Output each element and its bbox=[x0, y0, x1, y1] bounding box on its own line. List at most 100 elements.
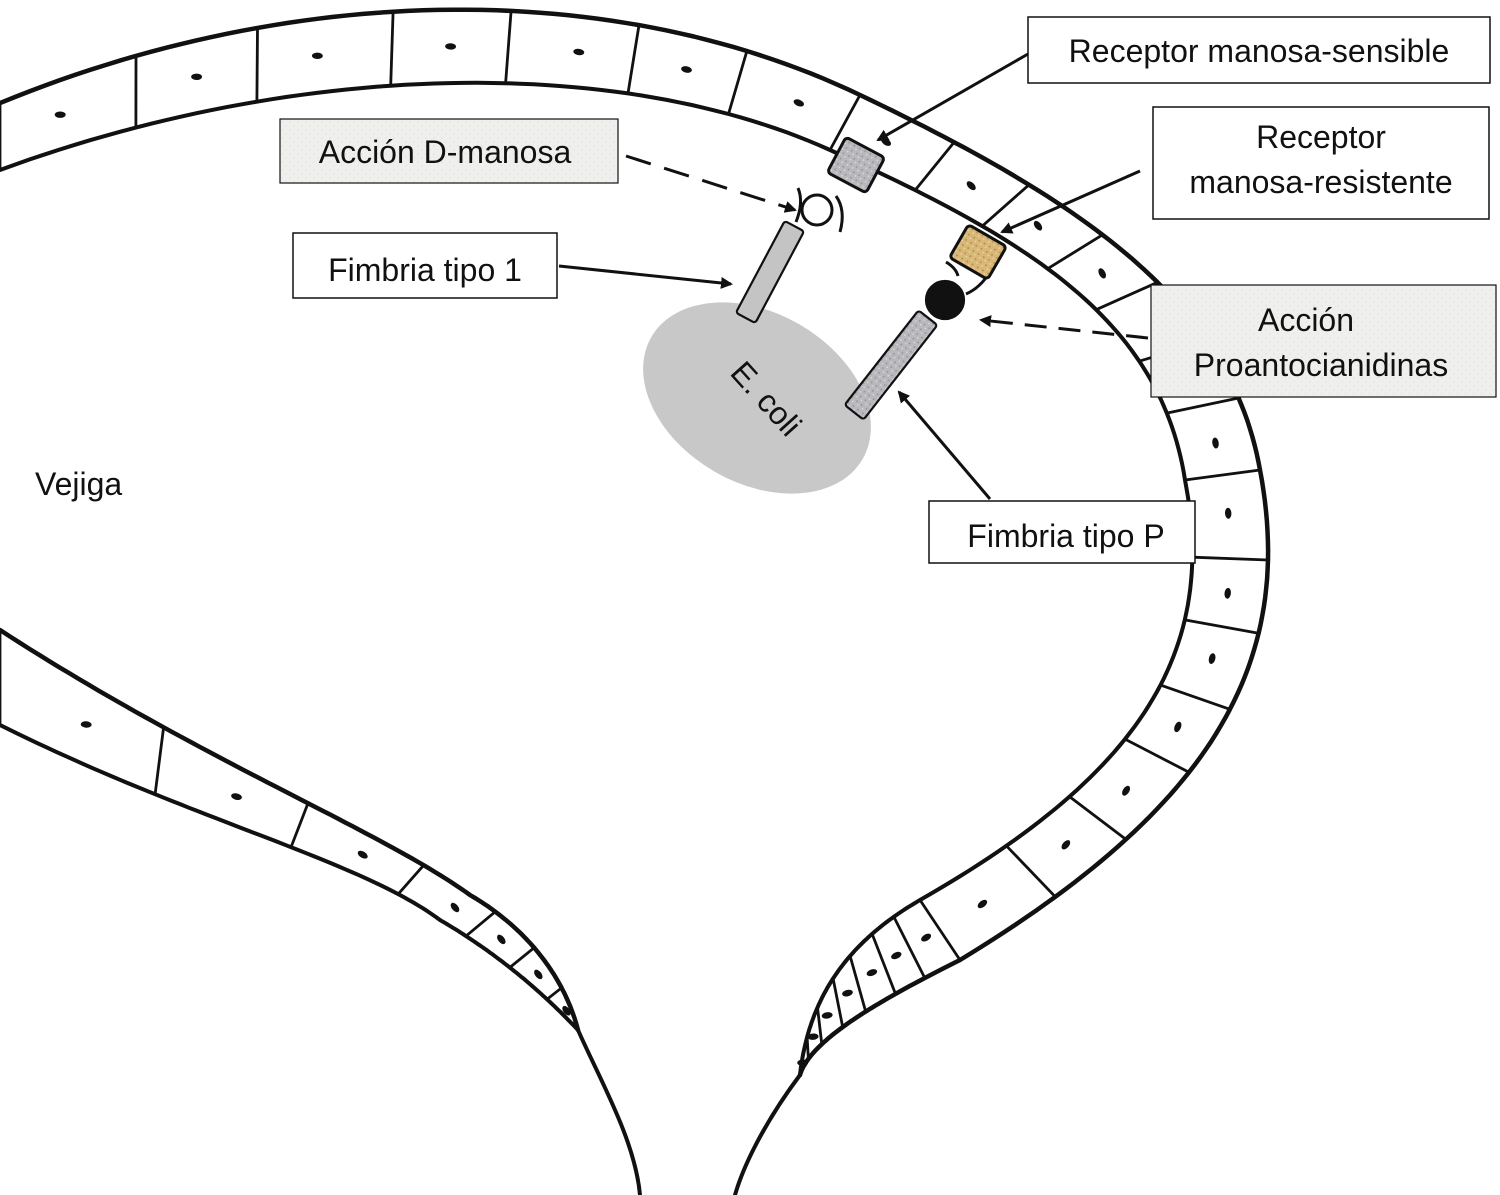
upper-wall-cell-nucleus bbox=[1224, 587, 1231, 599]
upper-wall-cell-nucleus bbox=[977, 899, 988, 909]
upper-wall-cell-wall bbox=[1005, 844, 1057, 899]
label-fimbria-tipoP: Fimbria tipo P bbox=[928, 500, 1196, 564]
label-fimbria-tipo1-text: Fimbria tipo 1 bbox=[328, 252, 522, 288]
upper-wall-cell-nucleus bbox=[1098, 268, 1107, 279]
lower-wall-cell-wall bbox=[508, 946, 536, 969]
upper-wall-cell-nucleus bbox=[1061, 840, 1071, 850]
upper-wall-cell-wall bbox=[848, 954, 868, 1013]
upper-wall-cell-wall bbox=[1183, 468, 1262, 482]
upper-wall-cell-nucleus bbox=[445, 43, 457, 50]
arrow-fimbria-tipo1 bbox=[558, 264, 733, 289]
arrows bbox=[558, 52, 1149, 500]
upper-wall-cell-wall bbox=[389, 10, 395, 88]
label-receptor-resistente-line1: Receptor bbox=[1256, 119, 1386, 155]
upper-wall-cell-wall bbox=[1046, 233, 1104, 271]
upper-wall-cell-nucleus bbox=[891, 951, 902, 960]
arrow-fimbria-tipoP bbox=[897, 390, 992, 500]
lower-wall-cell-nucleus bbox=[497, 934, 506, 945]
upper-wall-cell-nucleus bbox=[842, 989, 853, 997]
receptor-resistente-cup bbox=[945, 260, 960, 277]
receptor-sensible-cup bbox=[794, 187, 803, 223]
upper-wall-cell-wall bbox=[1165, 396, 1240, 415]
upper-wall-cell-nucleus bbox=[807, 1033, 819, 1040]
lower-wall-cell-nucleus bbox=[534, 969, 543, 980]
lower-wall-cell-wall bbox=[289, 801, 310, 849]
label-fimbria-tipoP-text: Fimbria tipo P bbox=[967, 518, 1164, 554]
fimbria-tipo1-shaft bbox=[735, 220, 805, 324]
upper-wall-cell-nucleus bbox=[1033, 220, 1043, 231]
bladder-wall bbox=[0, 7, 1271, 1195]
upper-wall-cell-nucleus bbox=[1212, 437, 1219, 449]
label-accion-dmanosa: Acción D-manosa bbox=[279, 118, 619, 184]
upper-wall-cell-nucleus bbox=[1122, 785, 1131, 796]
lower-wall-cell-wall bbox=[396, 863, 426, 896]
upper-wall-cell-nucleus bbox=[573, 48, 585, 56]
upper-wall-cell-wall bbox=[727, 49, 749, 116]
upper-wall-cell-wall bbox=[816, 1006, 824, 1046]
upper-wall-cell-nucleus bbox=[821, 1012, 833, 1019]
upper-wall-cell-wall bbox=[892, 915, 927, 980]
lower-wall-cell-nucleus bbox=[80, 721, 92, 728]
label-accion-proanto-line2: Proantocianidinas bbox=[1194, 347, 1448, 383]
upper-wall-cell-nucleus bbox=[54, 111, 66, 118]
upper-wall-cell-wall bbox=[913, 140, 956, 192]
upper-wall-cell-wall bbox=[255, 26, 259, 104]
arrow-accion-proantocianidinas bbox=[979, 315, 1149, 340]
receptor-sensible bbox=[827, 136, 885, 194]
upper-wall-cell-wall bbox=[918, 898, 962, 962]
upper-wall-cell-wall bbox=[980, 183, 1031, 228]
label-receptor-sensible-text: Receptor manosa-sensible bbox=[1069, 33, 1450, 69]
upper-wall-cell-wall bbox=[870, 932, 897, 996]
upper-wall-cell-nucleus bbox=[1174, 721, 1182, 733]
upper-wall-cell-nucleus bbox=[866, 969, 878, 977]
fimbria-tipoP-assembly bbox=[844, 224, 1007, 420]
upper-wall-cell-nucleus bbox=[793, 99, 805, 107]
lower-wall-cell-nucleus bbox=[562, 1005, 571, 1016]
receptor-resistente bbox=[949, 224, 1007, 280]
upper-wall-cell-wall bbox=[626, 23, 641, 95]
upper-wall-cell-wall bbox=[805, 1035, 810, 1061]
upper-wall-cell-wall bbox=[828, 93, 862, 152]
ecoli-body bbox=[643, 302, 871, 494]
label-receptor-sensible: Receptor manosa-sensible bbox=[1027, 16, 1491, 84]
upper-wall-cell-nucleus bbox=[1208, 653, 1216, 664]
lower-wall-cell-nucleus bbox=[357, 850, 368, 859]
upper-wall-cell-wall bbox=[831, 977, 845, 1029]
label-accion-proantocianidinas: Acción Proantocianidinas bbox=[1150, 284, 1497, 398]
upper-wall-cell-nucleus bbox=[966, 181, 976, 191]
upper-wall-cell-wall bbox=[1190, 555, 1270, 562]
label-accion-dmanosa-text: Acción D-manosa bbox=[319, 134, 572, 170]
upper-wall-cell-wall bbox=[1123, 737, 1191, 774]
lower-wall-cell-wall bbox=[545, 986, 563, 1001]
lower-wall-cell-wall bbox=[464, 910, 497, 938]
upper-wall-cell-nucleus bbox=[1224, 507, 1232, 519]
label-vejiga: Vejiga bbox=[35, 466, 122, 502]
upper-wall-cell-nucleus bbox=[797, 1059, 809, 1066]
upper-wall-cell-nucleus bbox=[681, 66, 692, 73]
receptor-sensible-cup-2 bbox=[834, 195, 844, 233]
urethra-left-line bbox=[576, 1028, 642, 1195]
arrow-receptor-sensible bbox=[876, 52, 1029, 142]
upper-wall-cell-wall bbox=[1094, 280, 1159, 312]
lower-wall-cell-nucleus bbox=[450, 902, 460, 913]
upper-wall-cell-wall bbox=[1183, 618, 1260, 635]
upper-wall-cell-nucleus bbox=[311, 52, 323, 60]
upper-wall-cell-wall bbox=[504, 9, 513, 85]
upper-wall-cell-nucleus bbox=[191, 73, 203, 81]
upper-wall-cell-nucleus bbox=[921, 933, 932, 942]
arrow-accion-dmanosa bbox=[625, 154, 797, 213]
arrow-receptor-resistente bbox=[1000, 169, 1141, 234]
lower-wall-inner-line bbox=[0, 723, 580, 1032]
upper-wall-cell-wall bbox=[1068, 795, 1128, 841]
label-receptor-resistente: Receptor manosa-resistente bbox=[1152, 106, 1490, 220]
label-receptor-resistente-line2: manosa-resistente bbox=[1189, 164, 1452, 200]
lower-wall-cell-nucleus bbox=[231, 793, 242, 800]
fimbria-tipoP-ligand bbox=[924, 279, 966, 321]
fimbria-tipoP-shaft bbox=[844, 310, 938, 420]
fimbria-tipo1-ligand bbox=[800, 193, 834, 227]
upper-wall-cell-wall bbox=[1159, 683, 1232, 711]
label-fimbria-tipo1: Fimbria tipo 1 bbox=[292, 232, 558, 299]
lower-wall-cell-wall bbox=[153, 725, 165, 796]
label-accion-proanto-line1: Acción bbox=[1258, 302, 1354, 338]
